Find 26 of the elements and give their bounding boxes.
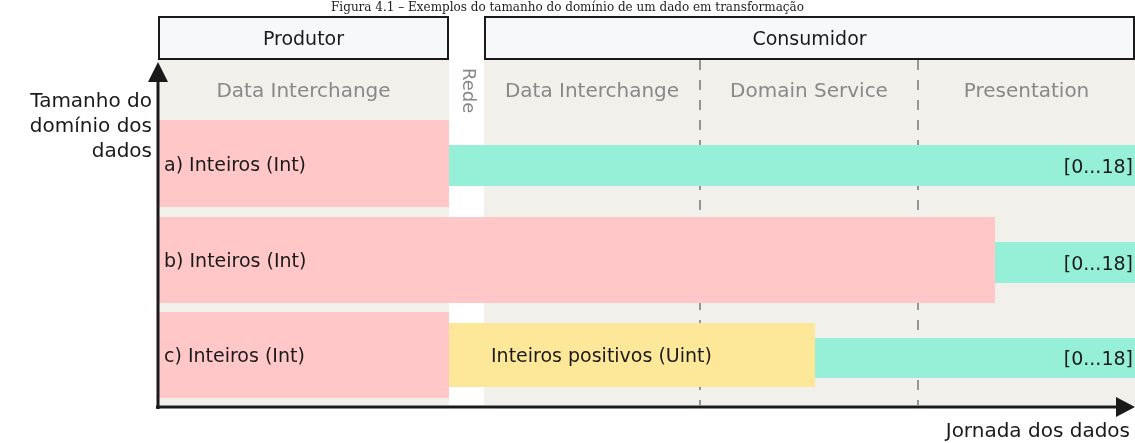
bar-label: b) Inteiros (Int) [164, 249, 307, 271]
range-bar [449, 145, 1135, 186]
range-bar [449, 323, 815, 387]
range-bar [995, 242, 1135, 283]
column-header: Data Interchange [215, 78, 392, 103]
column-header: Domain Service [729, 78, 889, 103]
column-header: Presentation [962, 78, 1091, 103]
header-box [484, 16, 1135, 60]
range-bar [158, 120, 449, 207]
axis-label: Jornada dos dados [943, 418, 1130, 443]
header-box [158, 16, 449, 60]
bar-label: Produtor [262, 27, 345, 49]
bar-label: [0...18] [1063, 251, 1133, 274]
range-bar [158, 217, 995, 303]
bar-label: a) Inteiros (Int) [164, 152, 307, 175]
range-bar [815, 338, 1135, 378]
column-header: Data Interchange [503, 78, 681, 103]
figure-title: Figura 4.1 – Exemplos do tamanho do domínio de um dado em transformação [330, 0, 805, 14]
range-bar [158, 312, 449, 398]
bar-label: [0...18] [1063, 154, 1133, 177]
bar-label: Consumidor [752, 27, 867, 49]
axis-label: Tamanho do domínio dos dados [28, 88, 152, 163]
column-header: Rede [458, 68, 480, 114]
bar-label: c) Inteiros (Int) [164, 344, 305, 366]
bar-label: [0...18] [1063, 347, 1133, 369]
bar-label: Inteiros positivos (Uint) [491, 344, 712, 366]
